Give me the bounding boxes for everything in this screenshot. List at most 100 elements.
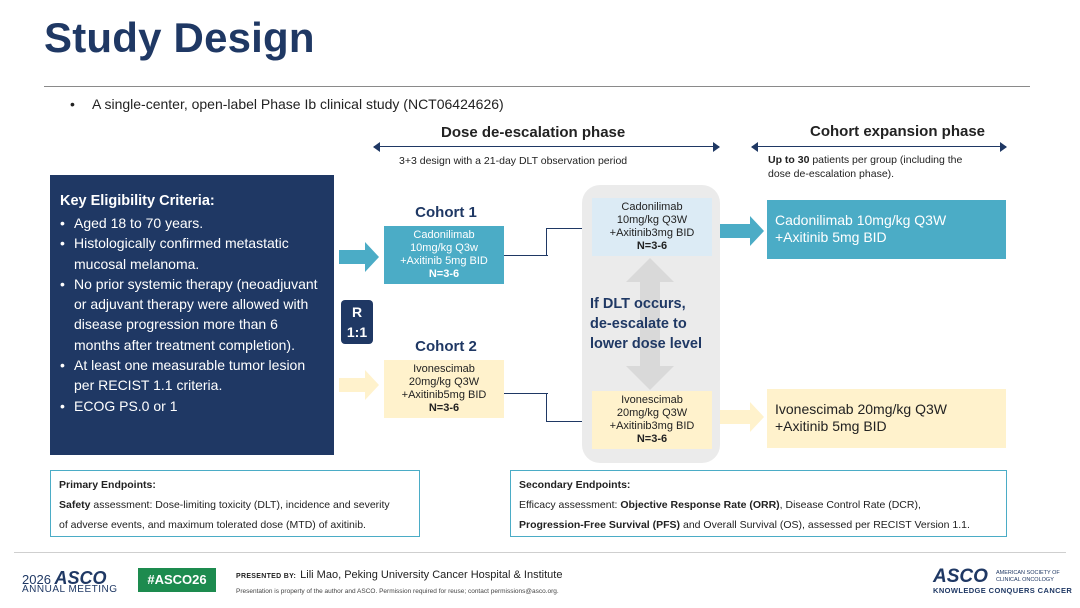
expansion2-box: Ivonescimab 20mg/kg Q3W +Axitinib 5mg BI… — [767, 389, 1006, 448]
arrow-to-cohort2 — [339, 370, 379, 400]
deesc2-dose-box: Ivonescimab 20mg/kg Q3W +Axitinib3mg BID… — [592, 391, 712, 449]
primary-safety-label: Safety — [59, 499, 91, 511]
hashtag-badge: #ASCO26 — [138, 568, 216, 592]
dlt-line2: de-escalate to — [590, 316, 687, 332]
arrow-to-expansion2 — [720, 402, 764, 432]
eligibility-heading-colon: : — [209, 193, 215, 209]
eligibility-item: At least one measurable tumor lesion per… — [60, 355, 324, 396]
primary-endpoints-heading: Primary Endpoints: — [59, 479, 156, 491]
expansion2-line2: +Axitinib 5mg BID — [775, 418, 887, 434]
randomization-r: R — [351, 304, 363, 320]
expansion1-box: Cadonilimab 10mg/kg Q3W +Axitinib 5mg BI… — [767, 200, 1006, 259]
randomization-badge: R 1:1 — [341, 300, 373, 344]
bullet-dot: • — [70, 96, 75, 112]
primary-text1: assessment: Dose-limiting toxicity (DLT)… — [90, 499, 390, 511]
dlt-rule-text: If DLT occurs, de-escalate to lower dose… — [590, 294, 715, 354]
expansion2-line1: Ivonescimab 20mg/kg Q3W — [775, 401, 947, 417]
society-line1: AMERICAN SOCIETY OF — [996, 570, 1060, 576]
deesc1-dose: 10mg/kg Q3W — [616, 214, 688, 226]
randomization-ratio: 1:1 — [346, 324, 368, 340]
deesc2-combo: +Axitinib3mg BID — [609, 420, 695, 432]
cohort1-combo: +Axitinib 5mg BID — [400, 255, 488, 267]
asco-logo: ASCO — [933, 566, 988, 587]
deesc2-dose: 20mg/kg Q3W — [616, 407, 688, 419]
secondary-text2: , Disease Control Rate (DCR), — [779, 499, 921, 511]
cohort2-dose-box: Ivonescimab 20mg/kg Q3W +Axitinib5mg BID… — [384, 360, 504, 418]
eligibility-heading-text: Key Eligibility Criteria — [60, 193, 210, 209]
eligibility-heading: Key Eligibility Criteria: — [60, 193, 324, 209]
expansion-subtitle-rest: patients per group (including the — [809, 154, 963, 166]
expansion-max-patients: Up to 30 — [768, 154, 810, 166]
secondary-endpoints-line2: Progression-Free Survival (PFS) and Over… — [519, 515, 998, 535]
eligibility-criteria-box: Key Eligibility Criteria: Aged 18 to 70 … — [50, 175, 334, 455]
study-summary-bullet: • A single-center, open-label Phase Ib cl… — [70, 96, 504, 112]
dlt-line1: If DLT occurs, — [590, 296, 686, 312]
meeting-asco: ASCO — [54, 568, 107, 588]
eligibility-item: No prior systemic therapy (neoadjuvant o… — [60, 274, 324, 355]
secondary-text3: and Overall Survival (OS), assessed per … — [680, 519, 970, 531]
secondary-text1: Efficacy assessment: — [519, 499, 621, 511]
secondary-endpoints-heading: Secondary Endpoints: — [519, 479, 631, 491]
expansion-phase-subtitle: Up to 30 patients per group (including t… — [768, 153, 1008, 181]
asco-society-name: AMERICAN SOCIETY OF CLINICAL ONCOLOGY — [996, 570, 1060, 584]
footer-divider — [14, 552, 1066, 553]
study-summary-text: A single-center, open-label Phase Ib cli… — [92, 96, 504, 112]
asco-tagline: KNOWLEDGE CONQUERS CANCER — [933, 586, 1073, 595]
secondary-endpoints-box: Secondary Endpoints: Efficacy assessment… — [510, 470, 1007, 537]
cohort2-drug: Ivonescimab — [413, 363, 475, 375]
cohort2-combo: +Axitinib5mg BID — [401, 389, 487, 401]
primary-endpoints-box: Primary Endpoints: Safety assessment: Do… — [50, 470, 420, 537]
dlt-line3: lower dose level — [590, 336, 703, 352]
deesc1-dose-box: Cadonilimab 10mg/kg Q3W +Axitinib3mg BID… — [592, 198, 712, 256]
secondary-endpoints-line1: Efficacy assessment: Objective Response … — [519, 495, 998, 515]
connector-c1-v — [546, 228, 547, 256]
meeting-logo: 2026 ASCO — [22, 568, 107, 589]
cohort2-label: Cohort 2 — [415, 338, 477, 355]
deesc1-n: N=3-6 — [636, 240, 668, 252]
connector-c2-h2 — [546, 421, 586, 422]
expansion-phase-span-arrow — [751, 141, 1007, 152]
presenter-line: PRESENTED BY:Lili Mao, Peking University… — [236, 569, 562, 581]
arrow-to-cohort1 — [339, 242, 379, 272]
society-line2: CLINICAL ONCOLOGY — [996, 577, 1054, 583]
primary-text2: of adverse events, and maximum tolerated… — [59, 519, 366, 531]
title-divider — [44, 86, 1030, 87]
connector-c2-v — [546, 393, 547, 422]
cohort1-n: N=3-6 — [428, 268, 460, 280]
cohort1-label: Cohort 1 — [415, 204, 477, 221]
connector-c2-h — [504, 393, 548, 394]
page-title: Study Design — [44, 14, 315, 61]
expansion-phase-title: Cohort expansion phase — [810, 123, 986, 140]
cohort2-dose: 20mg/kg Q3W — [408, 376, 480, 388]
expansion1-line2: +Axitinib 5mg BID — [775, 229, 887, 245]
meeting-name: ANNUAL MEETING — [22, 584, 118, 595]
dose-phase-span-arrow — [373, 141, 720, 152]
presented-by-label: PRESENTED BY: — [236, 573, 297, 580]
eligibility-item: Aged 18 to 70 years. — [60, 213, 324, 234]
connector-c1-h — [504, 255, 548, 256]
primary-endpoints-line1: Safety assessment: Dose-limiting toxicit… — [59, 495, 411, 515]
deescalation-double-arrow — [626, 258, 674, 390]
connector-c1-h2 — [546, 228, 586, 229]
deesc1-combo: +Axitinib3mg BID — [609, 227, 695, 239]
deesc2-drug: Ivonescimab — [621, 394, 683, 406]
secondary-pfs: Progression-Free Survival (PFS) — [519, 519, 681, 531]
arrow-to-expansion1 — [720, 216, 764, 246]
dose-phase-subtitle: 3+3 design with a 21-day DLT observation… — [399, 155, 628, 167]
eligibility-item: Histologically confirmed metastatic muco… — [60, 233, 324, 274]
meeting-year: 2026 — [22, 572, 51, 587]
deesc1-drug: Cadonilimab — [621, 201, 683, 213]
dose-phase-title: Dose de-escalation phase — [441, 124, 626, 141]
expansion1-line1: Cadonilimab 10mg/kg Q3W — [775, 212, 947, 228]
cohort1-drug: Cadonilimab — [413, 229, 475, 241]
eligibility-item: ECOG PS.0 or 1 — [60, 396, 324, 417]
secondary-orr: Objective Response Rate (ORR) — [620, 499, 780, 511]
presenter-name: Lili Mao, Peking University Cancer Hospi… — [300, 569, 563, 581]
deesc2-n: N=3-6 — [636, 433, 668, 445]
cohort1-dose-box: Cadonilimab 10mg/kg Q3w +Axitinib 5mg BI… — [384, 226, 504, 284]
cohort1-dose: 10mg/kg Q3w — [410, 242, 478, 254]
expansion-subtitle-line2: dose de-escalation phase). — [768, 168, 895, 180]
permission-note: Presentation is property of the author a… — [236, 588, 559, 595]
eligibility-list: Aged 18 to 70 years. Histologically conf… — [60, 213, 324, 416]
cohort2-n: N=3-6 — [428, 402, 460, 414]
